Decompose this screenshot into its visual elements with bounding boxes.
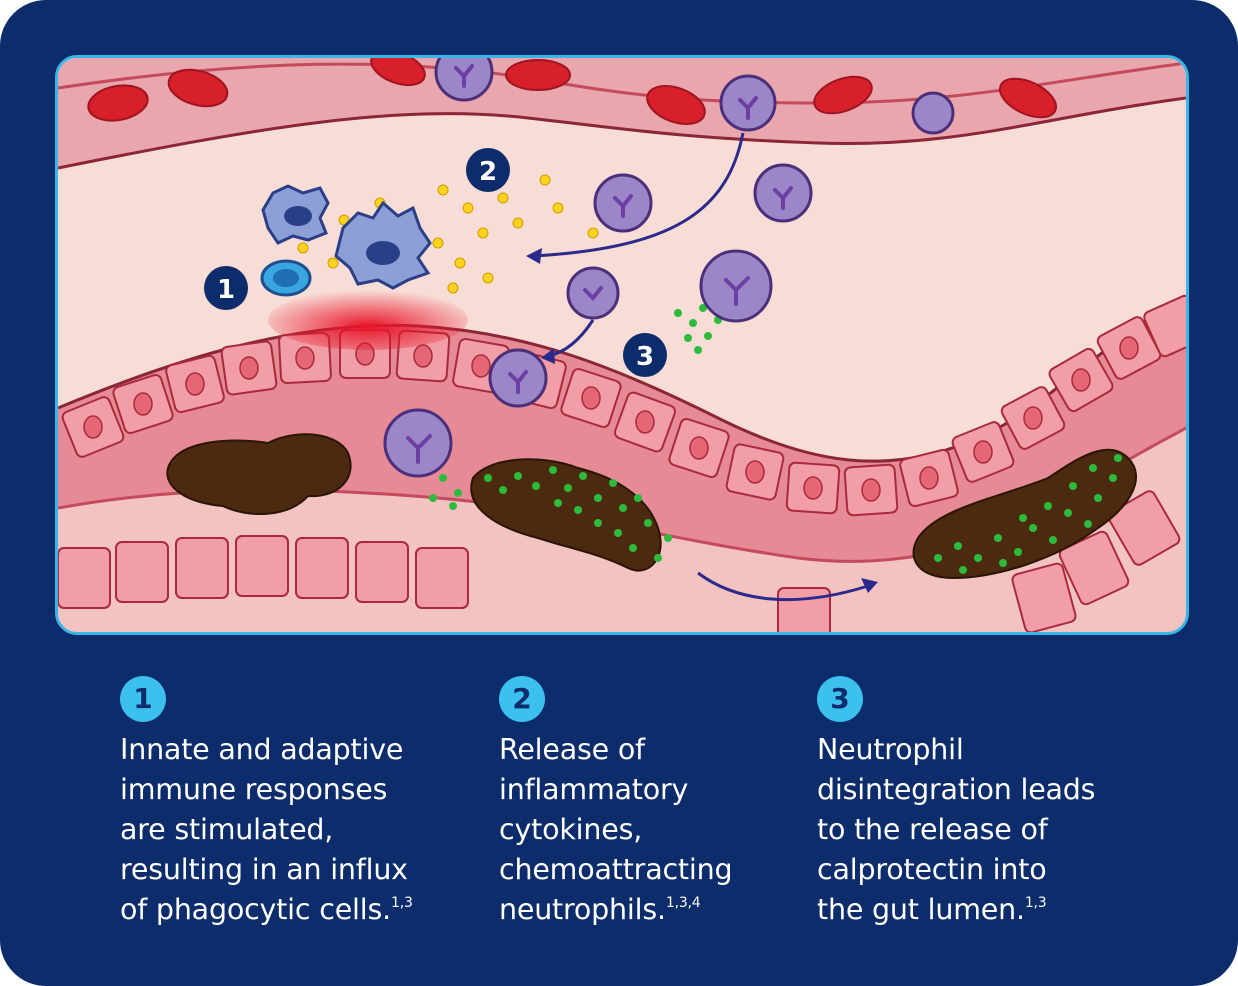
step-1-references: 1,3 [390, 895, 413, 911]
lower-epithelial-cells [58, 490, 1181, 632]
step-1-line: are stimulated, [120, 813, 334, 846]
step-1-number: 1 [120, 676, 166, 722]
step-3-line: the gut lumen. [817, 893, 1025, 926]
neutrophils [383, 58, 955, 478]
cytokine-particles [297, 174, 599, 294]
step-1-line: Innate and adaptive [120, 733, 404, 766]
calprotectin-particles [429, 304, 1122, 574]
inflammation-lesion [268, 290, 468, 350]
step-2-line: neutrophils. [499, 893, 666, 926]
step-2-references: 1,3,4 [665, 895, 701, 911]
red-blood-cells [87, 58, 1058, 125]
step-3-line: to the release of [817, 813, 1048, 846]
arrowheads [526, 248, 878, 593]
step-2-line: cytokines, [499, 813, 643, 846]
step-3-references: 1,3 [1024, 895, 1047, 911]
diagram-badge-1: 1 [204, 266, 248, 310]
step-2-line: inflammatory [499, 773, 689, 806]
step-2-line-last: neutrophils.1,3,4 [499, 890, 732, 930]
step-1: 1 Innate and adaptive immune responses a… [120, 676, 413, 930]
step-1-line: of phagocytic cells. [120, 893, 391, 926]
step-1-line-last: of phagocytic cells.1,3 [120, 890, 413, 930]
step-2-line: Release of [499, 733, 645, 766]
diagram-badge-3: 3 [623, 333, 667, 377]
step-1-text: Innate and adaptive immune responses are… [120, 730, 413, 930]
lymphocyte-nucleus [273, 269, 299, 287]
step-3: 3 Neutrophil disintegration leads to the… [817, 676, 1096, 930]
gut-inflammation-illustration: 1 2 3 [55, 55, 1189, 635]
step-2: 2 Release of inflammatory cytokines, che… [499, 676, 733, 930]
step-2-line: chemoattracting [499, 853, 733, 886]
step-3-text: Neutrophil disintegration leads to the r… [817, 730, 1096, 930]
svg-text:1: 1 [217, 275, 235, 305]
diagram-badge-2: 2 [466, 148, 510, 192]
svg-text:2: 2 [479, 157, 497, 187]
svg-text:3: 3 [636, 342, 654, 372]
step-2-text: Release of inflammatory cytokines, chemo… [499, 730, 733, 930]
step-3-line-last: the gut lumen.1,3 [817, 890, 1095, 930]
step-1-line: resulting in an influx [120, 853, 408, 886]
macrophage-nuclei [284, 206, 400, 265]
stool-masses [166, 433, 1138, 580]
step-3-line: Neutrophil [817, 733, 964, 766]
step-3-number: 3 [817, 676, 863, 722]
step-3-line: disintegration leads [817, 773, 1096, 806]
step-2-number: 2 [499, 676, 545, 722]
step-3-line: calprotectin into [817, 853, 1047, 886]
neutrophil-nuclei [406, 64, 793, 464]
step-1-line: immune responses [120, 773, 388, 806]
step-descriptions: 1 Innate and adaptive immune responses a… [120, 676, 1180, 936]
